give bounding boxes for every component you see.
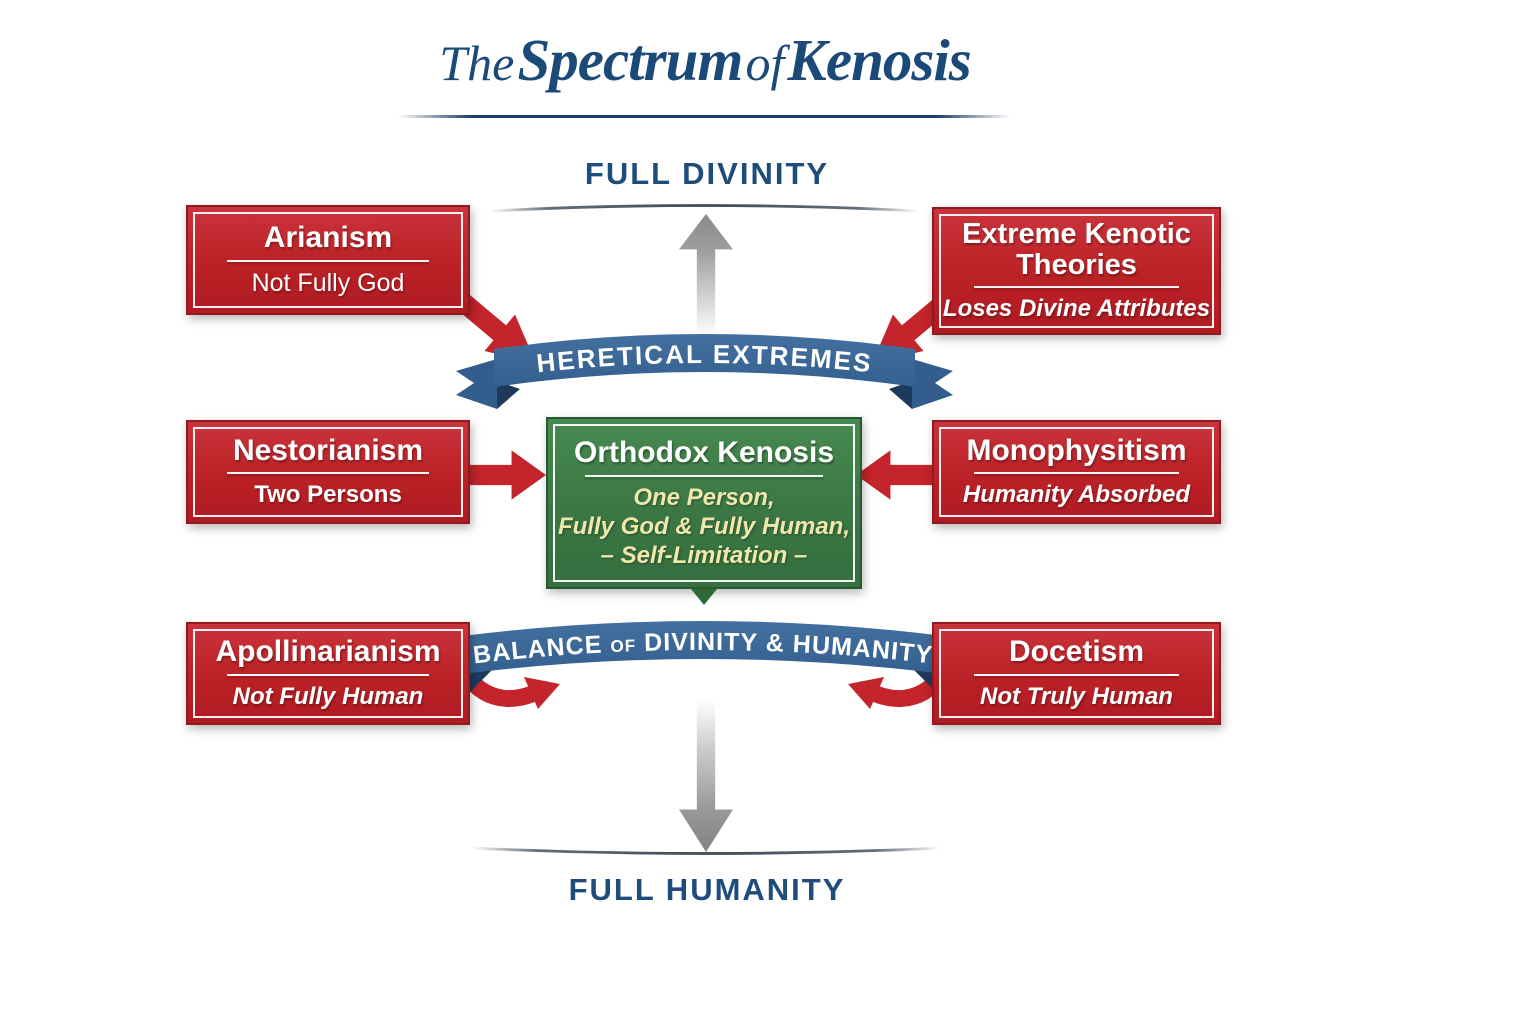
box-title: Docetism [1008,635,1145,669]
arrow-down-icon [679,700,733,852]
box-docetism: Docetism Not Truly Human [932,622,1221,725]
ribbon-fold-left [497,381,520,409]
center-box-line: Fully God & Fully Human, [557,512,850,540]
box-nestorianism: Nestorianism Two Persons [186,420,470,524]
box-extreme-kenotic-theories: Extreme Kenotic Theories Loses Divine At… [932,207,1221,335]
box-separator [585,474,823,477]
ribbon-band [494,334,915,387]
box-separator [227,673,429,676]
box-separator [227,472,429,475]
box-subtitle: Humanity Absorbed [962,481,1191,509]
full-divinity-label: FULL DIVINITY [584,156,830,191]
box-title: Monophysitism [966,433,1187,467]
bottom-divider-arc [470,846,942,855]
box-title: Nestorianism [232,433,424,467]
box-separator [973,673,1180,676]
arrow-monophysitism-to-center-icon [856,447,938,503]
ribbon-tail-left [456,359,497,409]
center-box-pointer-icon [691,589,717,605]
heretical-extremes-banner: HERETICAL EXTREMES [456,334,953,409]
box-title: Extreme Kenotic Theories [962,218,1191,281]
box-monophysitism: Monophysitism Humanity Absorbed [932,420,1221,524]
box-title: Apollinarianism [215,635,441,669]
box-separator [973,472,1180,475]
box-apollinarianism: Apollinarianism Not Fully Human [186,622,470,725]
ribbon-tail-right [912,359,953,409]
ribbon-fold-right [889,381,912,409]
center-box-line: – Self-Limitation – [600,542,808,570]
center-box-line: One Person, [633,483,775,511]
box-separator [227,259,429,262]
title-word-of: of [745,35,785,91]
title-word-the: The [439,35,515,91]
top-divider-arc [489,204,919,213]
box-title: Arianism [263,221,393,255]
ribbon-band [462,621,944,674]
title-word-spectrum: Spectrum [517,27,743,93]
box-orthodox-kenosis: Orthodox Kenosis One Person, Fully God &… [546,417,862,589]
box-subtitle: Not Fully God [251,268,405,297]
arrow-nestorianism-to-center-icon [464,450,546,500]
arrow-up-icon [679,214,733,336]
heretical-extremes-banner-label: HERETICAL EXTREMES [535,339,874,378]
box-separator [973,285,1180,288]
title-word-kenosis: Kenosis [787,27,972,93]
page-title: The Spectrum of Kenosis [0,26,1410,95]
box-subtitle: Not Fully Human [232,682,424,710]
box-arianism: Arianism Not Fully God [186,205,470,315]
box-subtitle: Loses Divine Attributes [942,294,1211,322]
full-humanity-label: FULL HUMANITY [568,872,846,907]
box-subtitle: Two Persons [254,481,402,509]
balance-banner: BALANCE OF DIVINITY & HUMANITY [462,621,944,694]
box-title: Orthodox Kenosis [573,435,835,469]
title-underline [398,115,1010,118]
box-subtitle: Not Truly Human [980,682,1173,710]
